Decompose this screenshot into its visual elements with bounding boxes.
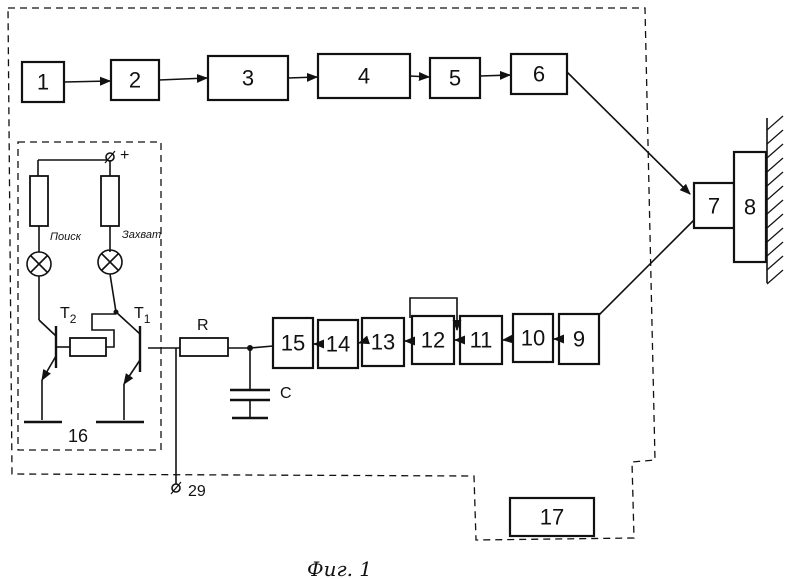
block-8: 8 [734, 152, 766, 262]
svg-text:7: 7 [708, 194, 720, 219]
svg-text:29: 29 [188, 483, 206, 500]
svg-text:Захват: Захват [122, 229, 161, 241]
svg-text:R: R [197, 317, 209, 334]
block-14: 14 [318, 320, 358, 368]
transistor-T2: T2 [24, 305, 77, 422]
block-12: 12 [412, 316, 454, 364]
power-rail: + [38, 147, 129, 176]
svg-text:Поиск: Поиск [50, 231, 82, 243]
arrow-7-9 [588, 220, 694, 326]
svg-text:1: 1 [37, 70, 49, 95]
resistor-R: R [180, 317, 228, 356]
block-4: 4 [318, 54, 410, 98]
svg-text:13: 13 [371, 330, 395, 355]
hatched-wall [767, 116, 783, 284]
svg-text:8: 8 [744, 195, 756, 220]
arrow-4-5 [410, 76, 429, 77]
block-2: 2 [111, 60, 159, 100]
figure-caption: Фиг. 1 [307, 557, 372, 579]
lamp-search: Поиск [27, 231, 82, 276]
wire-15-node [250, 346, 273, 348]
svg-text:5: 5 [449, 66, 461, 91]
arrow-5-6 [480, 75, 510, 76]
block-6: 6 [511, 54, 567, 94]
svg-text:9: 9 [573, 327, 585, 352]
svg-text:C: C [280, 385, 292, 402]
lamp-capture: Захват [98, 229, 161, 274]
svg-text:T1: T1 [134, 305, 151, 326]
resistor-capture-branch [101, 176, 119, 226]
terminal-29: 29 [171, 482, 206, 500]
block-17: 17 [510, 498, 594, 536]
transistor-T1: T1 [96, 305, 151, 422]
block-1: 1 [22, 62, 64, 102]
block-11: 11 [460, 316, 502, 364]
arrow-10-11 [503, 339, 513, 340]
svg-text:10: 10 [521, 326, 545, 351]
svg-text:3: 3 [242, 66, 254, 91]
svg-text:T2: T2 [60, 305, 77, 326]
block-7: 7 [694, 183, 734, 228]
resistor-T2-base [70, 338, 106, 356]
arrow-6-7 [567, 72, 690, 194]
arrow-2-3 [159, 78, 207, 80]
svg-text:+: + [120, 147, 129, 164]
block-9: 9 [559, 314, 599, 364]
block-16-label: 16 [68, 426, 88, 446]
svg-text:17: 17 [540, 505, 564, 530]
block-15: 15 [273, 318, 313, 368]
arrow-1-2 [64, 81, 110, 82]
svg-text:14: 14 [326, 332, 350, 357]
svg-text:12: 12 [421, 328, 445, 353]
block-10: 10 [513, 314, 553, 362]
svg-text:2: 2 [129, 68, 141, 93]
svg-text:11: 11 [470, 328, 493, 353]
svg-text:6: 6 [533, 62, 545, 87]
arrow-13-14 [359, 342, 362, 343]
arrow-3-4 [288, 77, 317, 78]
block-13: 13 [362, 318, 404, 366]
resistor-search-branch [30, 176, 48, 226]
svg-text:4: 4 [358, 64, 370, 89]
block-3: 3 [208, 56, 288, 100]
svg-text:15: 15 [281, 331, 305, 356]
block-5: 5 [430, 58, 480, 98]
